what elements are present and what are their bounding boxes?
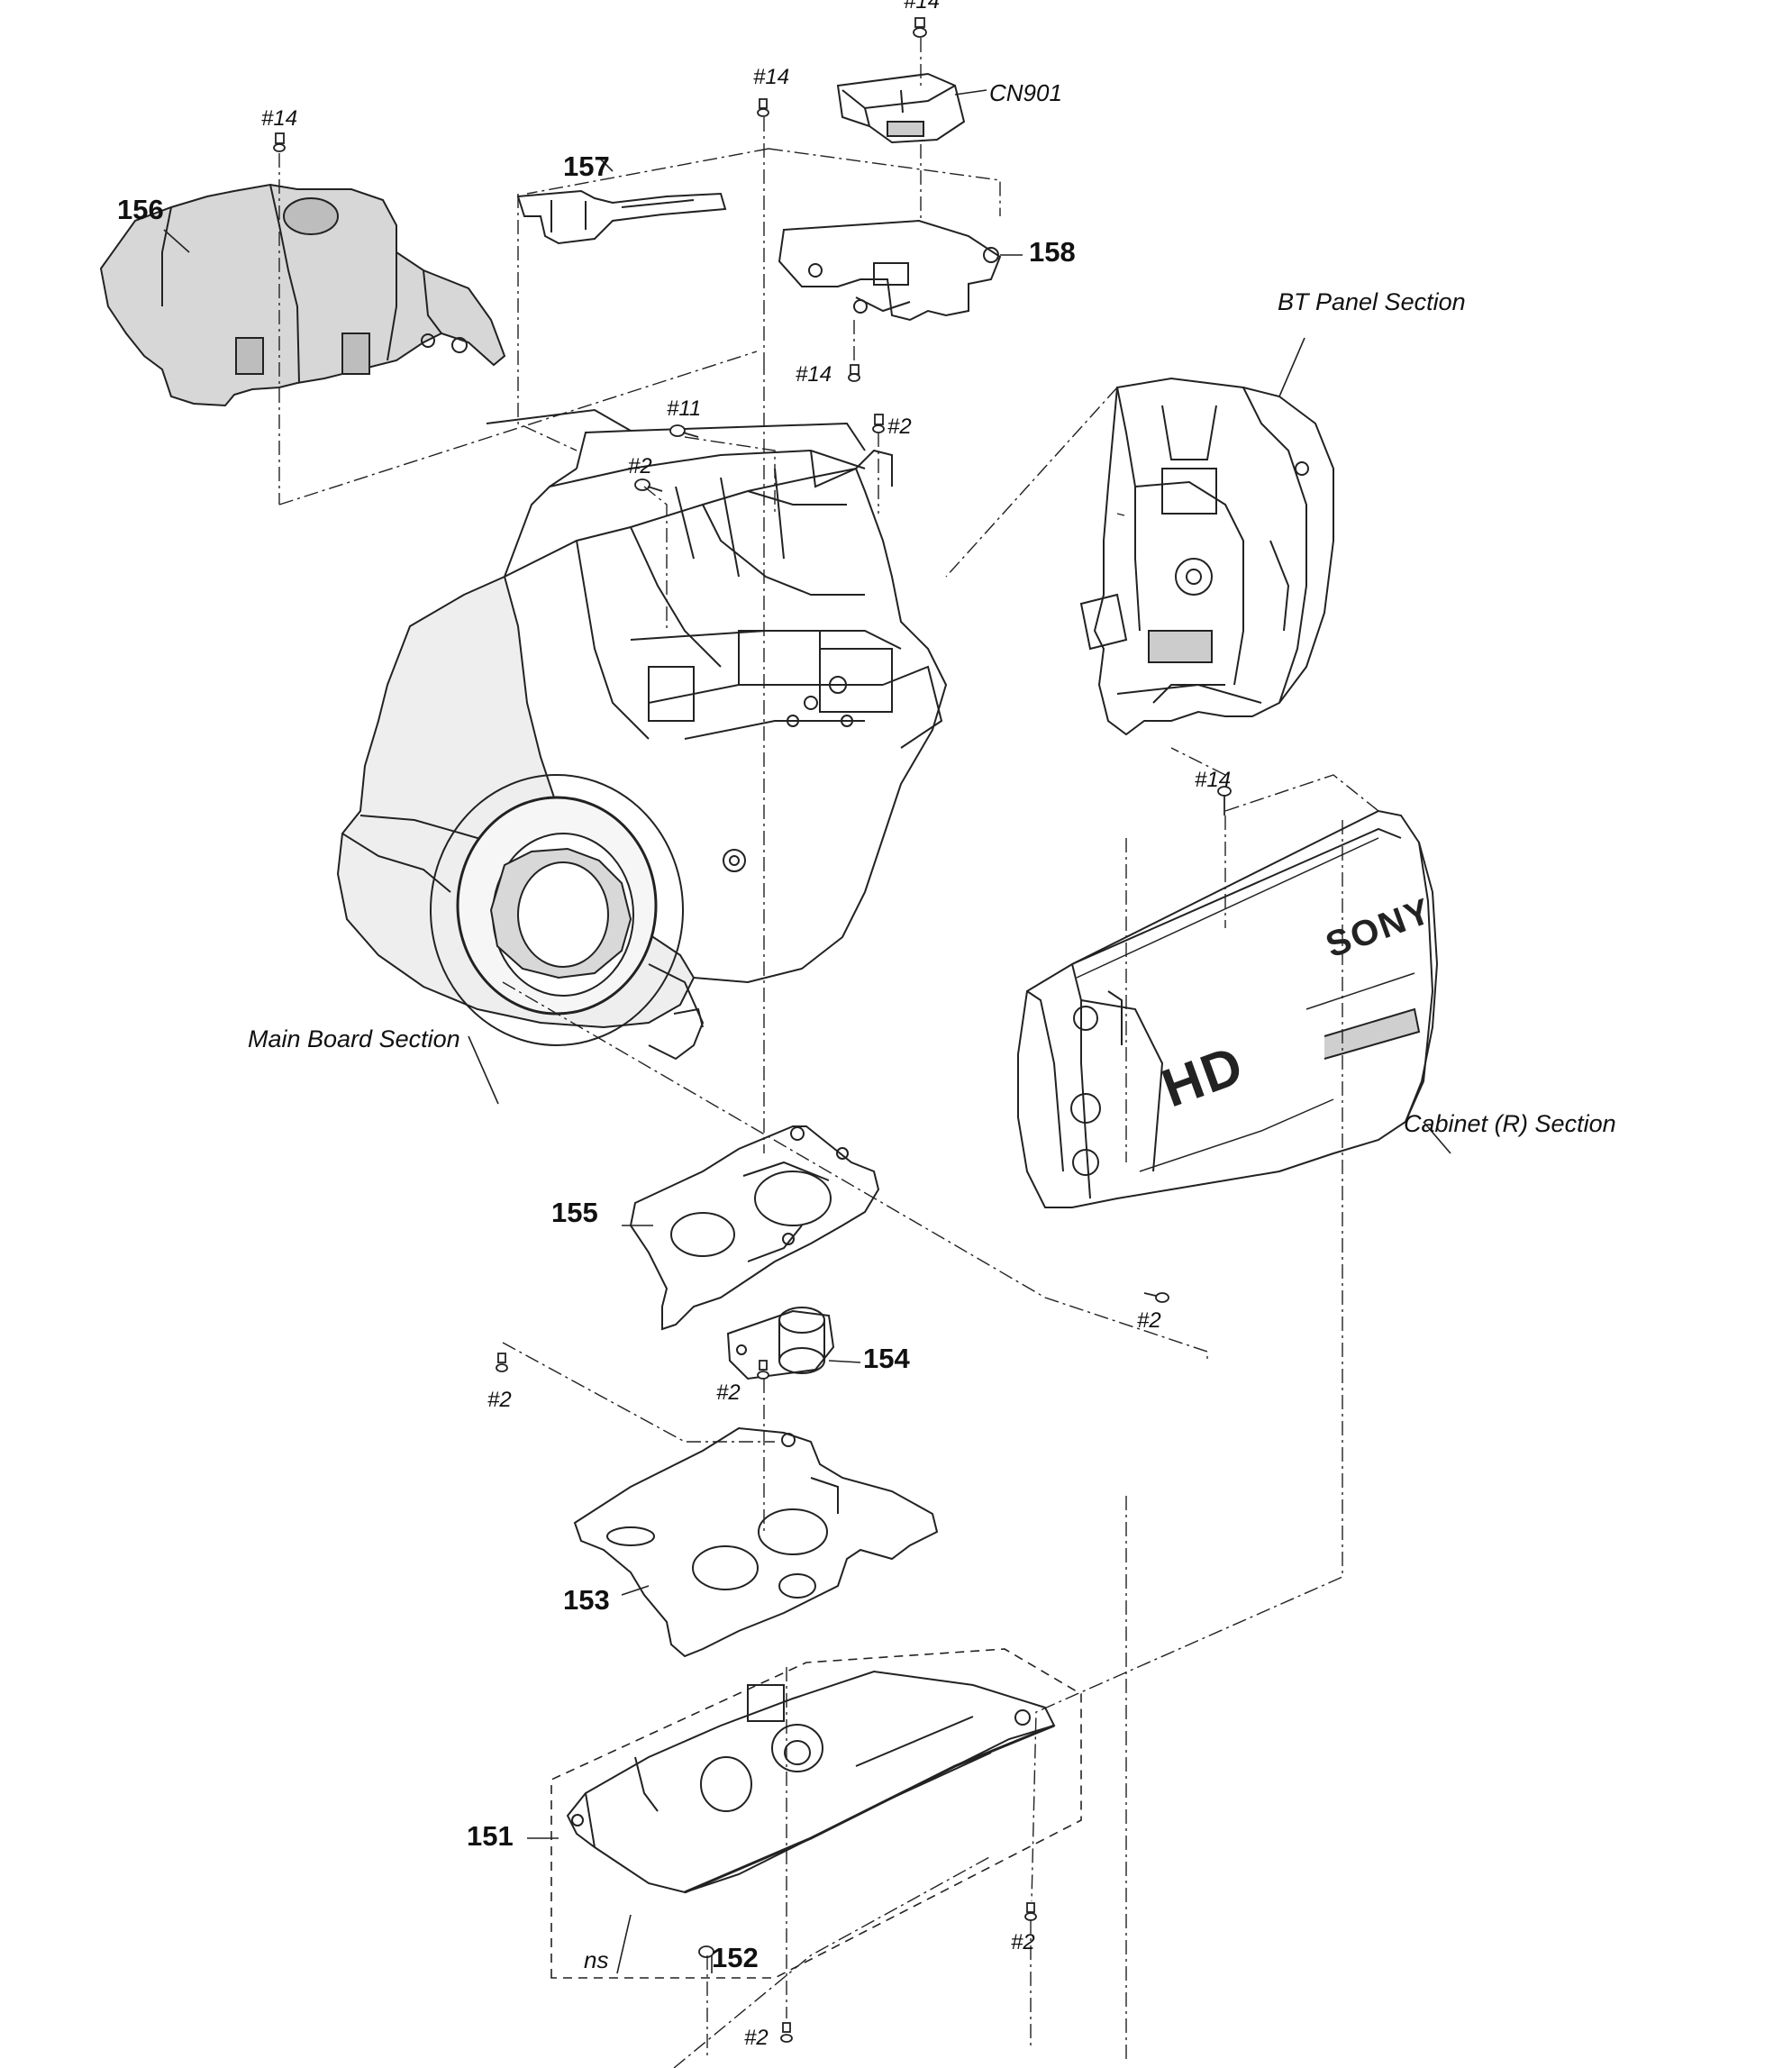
- screw-label: #14: [904, 0, 941, 14]
- part-label-155: 155: [551, 1197, 598, 1228]
- screw-label: #2: [487, 1388, 512, 1412]
- screw-icon: [496, 1353, 508, 1372]
- screw-icon: [634, 478, 663, 492]
- screw-label: #2: [628, 454, 652, 478]
- leader-lines: [163, 89, 1451, 1974]
- ns-label: ns: [584, 1946, 609, 1973]
- part-label-158: 158: [1029, 236, 1076, 268]
- screw-label: #2: [887, 415, 912, 439]
- assembly-151-outline: [550, 1648, 1082, 1979]
- screw-icon: [848, 364, 860, 382]
- screw-icon: [780, 2022, 793, 2043]
- screw-icon: [1143, 1292, 1169, 1303]
- part-153-plate: [573, 1426, 939, 1658]
- part-label-152: 152: [712, 1942, 759, 1973]
- screw-icon: [913, 17, 927, 38]
- screw-label: #14: [753, 65, 790, 89]
- part-label-153: 153: [563, 1584, 610, 1616]
- part-158-bracket: [778, 219, 1002, 322]
- screw-label: #11: [667, 396, 702, 421]
- part-157-flex-cable: [516, 189, 727, 245]
- screw-label: #14: [796, 362, 832, 387]
- screw-label: #2: [1011, 1930, 1035, 1954]
- part-156-cover: [99, 183, 506, 407]
- screw-icon: [757, 98, 769, 117]
- screw-icon: [669, 424, 699, 438]
- cabinet-r-section: [1017, 809, 1439, 1208]
- bt-panel-section: [1079, 377, 1334, 736]
- part-label-151: 151: [467, 1820, 514, 1852]
- screw-label: #14: [261, 106, 298, 131]
- part-label-157: 157: [563, 150, 610, 182]
- screw-label: #2: [744, 2026, 769, 2050]
- part-151-board: [566, 1670, 1056, 1894]
- main-board-section-camera: [336, 408, 948, 1061]
- screw-icon: [698, 1945, 714, 1958]
- screw-icon: [872, 414, 885, 433]
- connector-label-cn901: CN901: [989, 79, 1062, 106]
- screw-label: #2: [1137, 1308, 1161, 1333]
- guide-lines: [278, 38, 1379, 2068]
- part-label-156: 156: [117, 194, 164, 225]
- section-label-bt-panel: BT Panel Section: [1278, 288, 1466, 315]
- section-label-cabinet-r: Cabinet (R) Section: [1404, 1110, 1616, 1137]
- screw-icon: [1217, 786, 1232, 815]
- screw-icons: [273, 17, 1232, 2043]
- screw-label: #14: [1195, 768, 1232, 792]
- screw-icon: [1024, 1902, 1037, 1921]
- section-label-main-board: Main Board Section: [248, 1025, 460, 1052]
- part-cn901-connector: [836, 72, 966, 144]
- part-label-154: 154: [863, 1343, 910, 1374]
- screw-label: #2: [716, 1380, 741, 1405]
- part-155-plate: [629, 1125, 880, 1331]
- screw-icon: [757, 1360, 769, 1380]
- screw-icon: [273, 132, 286, 152]
- part-154-motor: [726, 1307, 835, 1380]
